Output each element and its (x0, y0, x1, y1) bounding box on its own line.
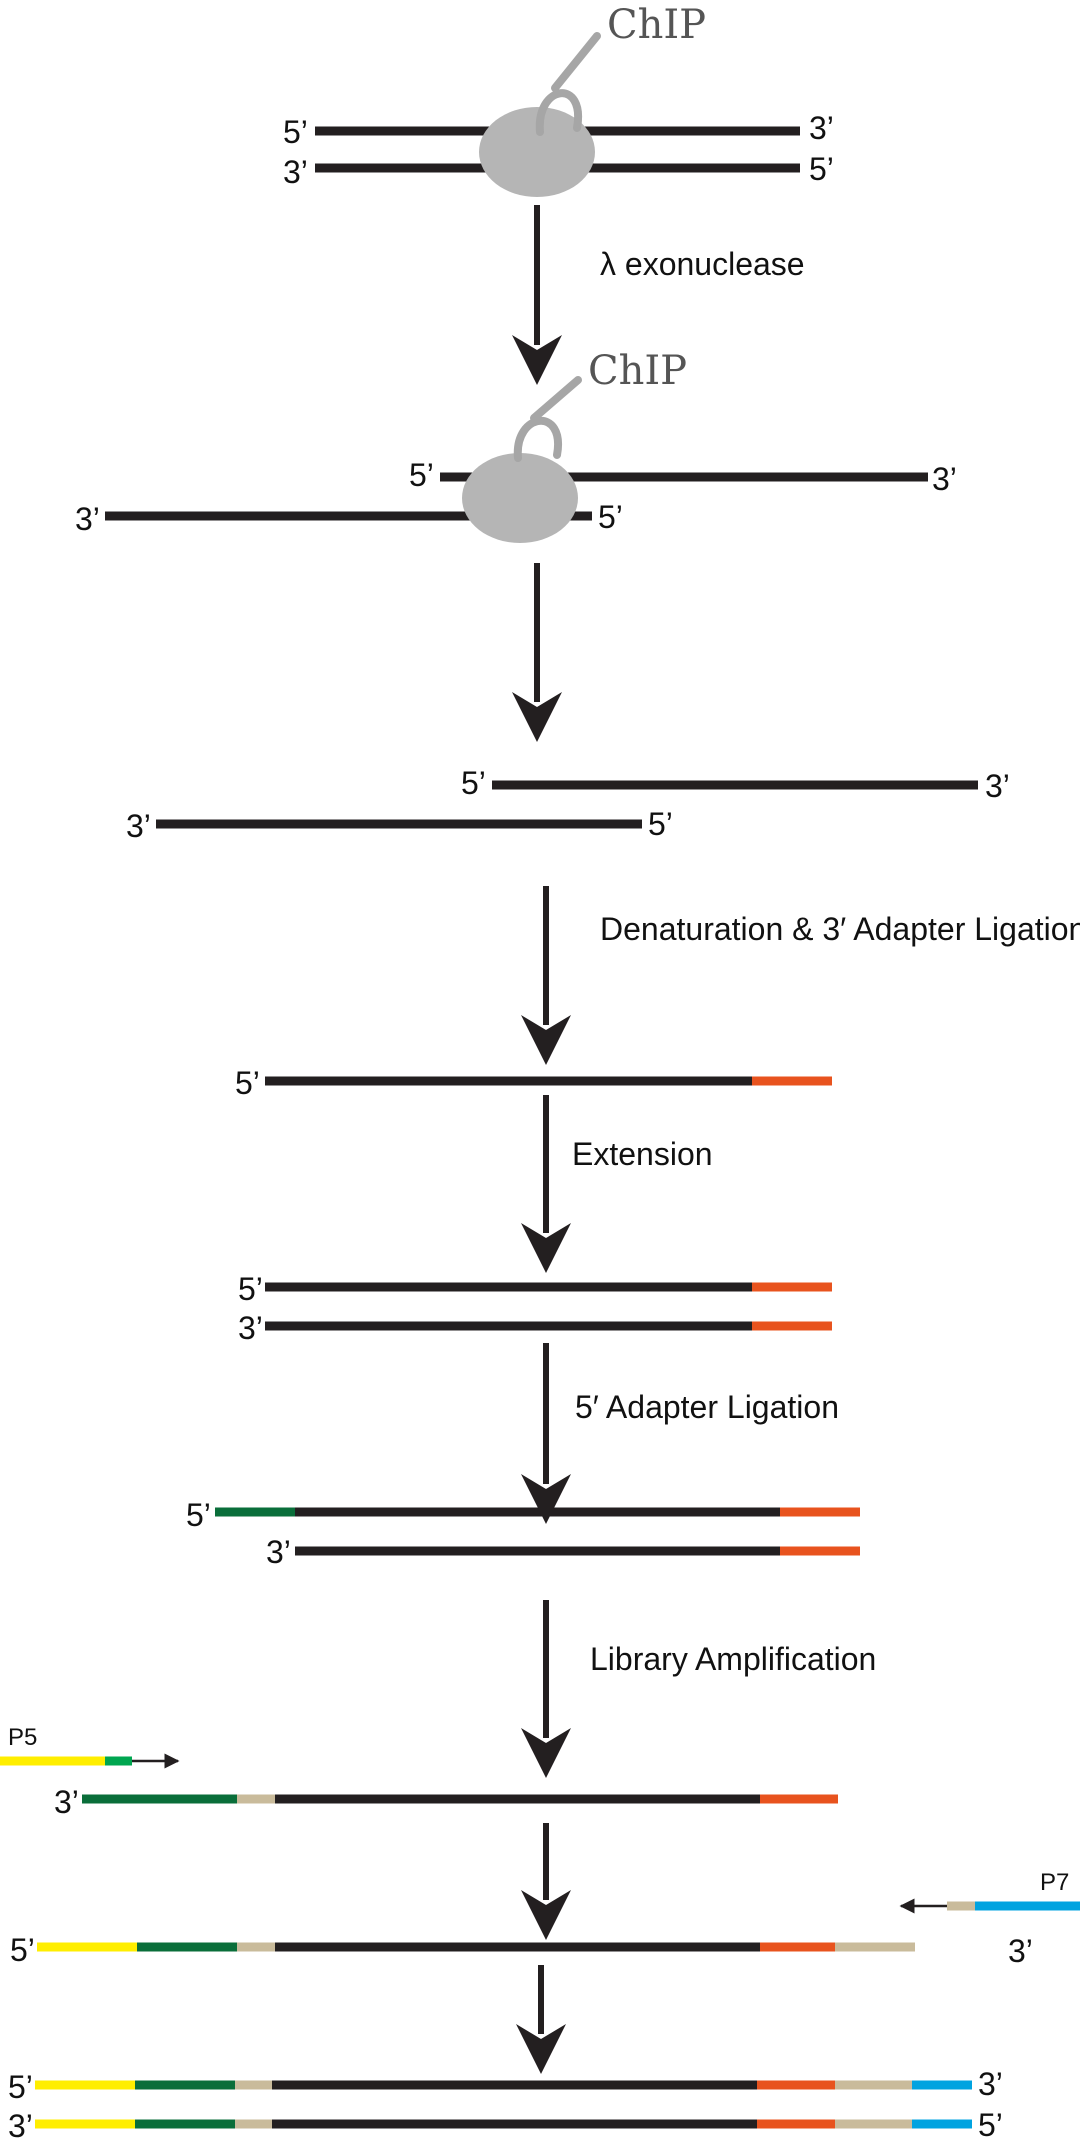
end-label-5prime: 5’ (461, 765, 486, 801)
end-label-5prime: 5’ (283, 114, 308, 150)
step-label-library-amplification: Library Amplification (590, 1641, 876, 1677)
end-label-5prime: 5’ (978, 2107, 1003, 2143)
stage-2-digested-dsdna: ChIP 5’ 3’ 3’ 5’ (75, 348, 957, 543)
process-arrow (521, 1600, 571, 1778)
process-arrow (521, 1343, 571, 1524)
primer-label-p5: P5 (8, 1724, 37, 1751)
process-arrow (516, 1965, 566, 2074)
end-label-5prime: 5’ (10, 1932, 35, 1968)
end-label-5prime: 5’ (648, 806, 673, 842)
stage-5-extended-dsdna: 5’ 3’ (238, 1271, 832, 1346)
end-label-5prime: 5’ (235, 1065, 260, 1101)
end-label-5prime: 5’ (186, 1497, 211, 1533)
end-label-3prime: 3’ (266, 1534, 291, 1570)
end-label-3prime: 3’ (238, 1310, 263, 1346)
stage-1-chip-bound-dsdna: ChIP 5’ 3’ 3’ 5’ (283, 2, 834, 197)
step-label-extension: Extension (572, 1136, 713, 1172)
end-label-3prime: 3’ (809, 110, 834, 146)
end-label-3prime: 3’ (283, 154, 308, 190)
end-label-5prime: 5’ (409, 457, 434, 493)
end-label-3prime: 3’ (75, 501, 100, 537)
end-label-3prime: 3’ (1008, 1933, 1033, 1969)
end-label-3prime: 3’ (54, 1784, 79, 1820)
stage-9-final-library: 5’ 3’ 3’ 5’ (8, 2066, 1003, 2144)
end-label-5prime: 5’ (8, 2069, 33, 2105)
stage-8-p7-primer-annealing: P7 3’ 5’ (10, 1869, 1080, 1969)
end-label-3prime: 3’ (8, 2108, 33, 2144)
process-arrow (512, 563, 562, 742)
step-label-5prime-adapter-ligation: 5′ Adapter Ligation (575, 1389, 839, 1425)
process-arrow (521, 1823, 571, 1940)
end-label-3prime: 3’ (985, 768, 1010, 804)
antibody-icon (535, 32, 601, 136)
chip-label: ChIP (588, 348, 687, 394)
antibody-icon (513, 376, 582, 462)
chip-label: ChIP (607, 2, 706, 48)
primer-label-p7: P7 (1040, 1869, 1069, 1896)
stage-6-5prime-adapter-ligated: 5’ 3’ (186, 1497, 860, 1570)
chip-protein (479, 107, 595, 197)
process-arrow (512, 205, 562, 385)
end-label-3prime: 3’ (978, 2066, 1003, 2102)
end-label-5prime: 5’ (598, 499, 623, 535)
end-label-3prime: 3’ (126, 808, 151, 844)
end-label-5prime: 5’ (238, 1271, 263, 1307)
stage-4-single-strand-3prime-adapter: 5’ (235, 1065, 832, 1101)
end-label-5prime: 5’ (809, 151, 834, 187)
process-arrow (521, 886, 571, 1065)
step-label-denaturation-3prime-adapter-ligation: Denaturation & 3′ Adapter Ligation (600, 911, 1080, 947)
chip-protein (462, 453, 578, 543)
process-arrow (521, 1095, 571, 1273)
stage-7-p5-primer-annealing: P5 3’ (0, 1724, 838, 1820)
step-label-lambda-exonuclease: λ exonuclease (600, 246, 805, 282)
end-label-3prime: 3’ (932, 461, 957, 497)
stage-3-released-dsdna: 5’ 3’ 3’ 5’ (126, 765, 1010, 844)
